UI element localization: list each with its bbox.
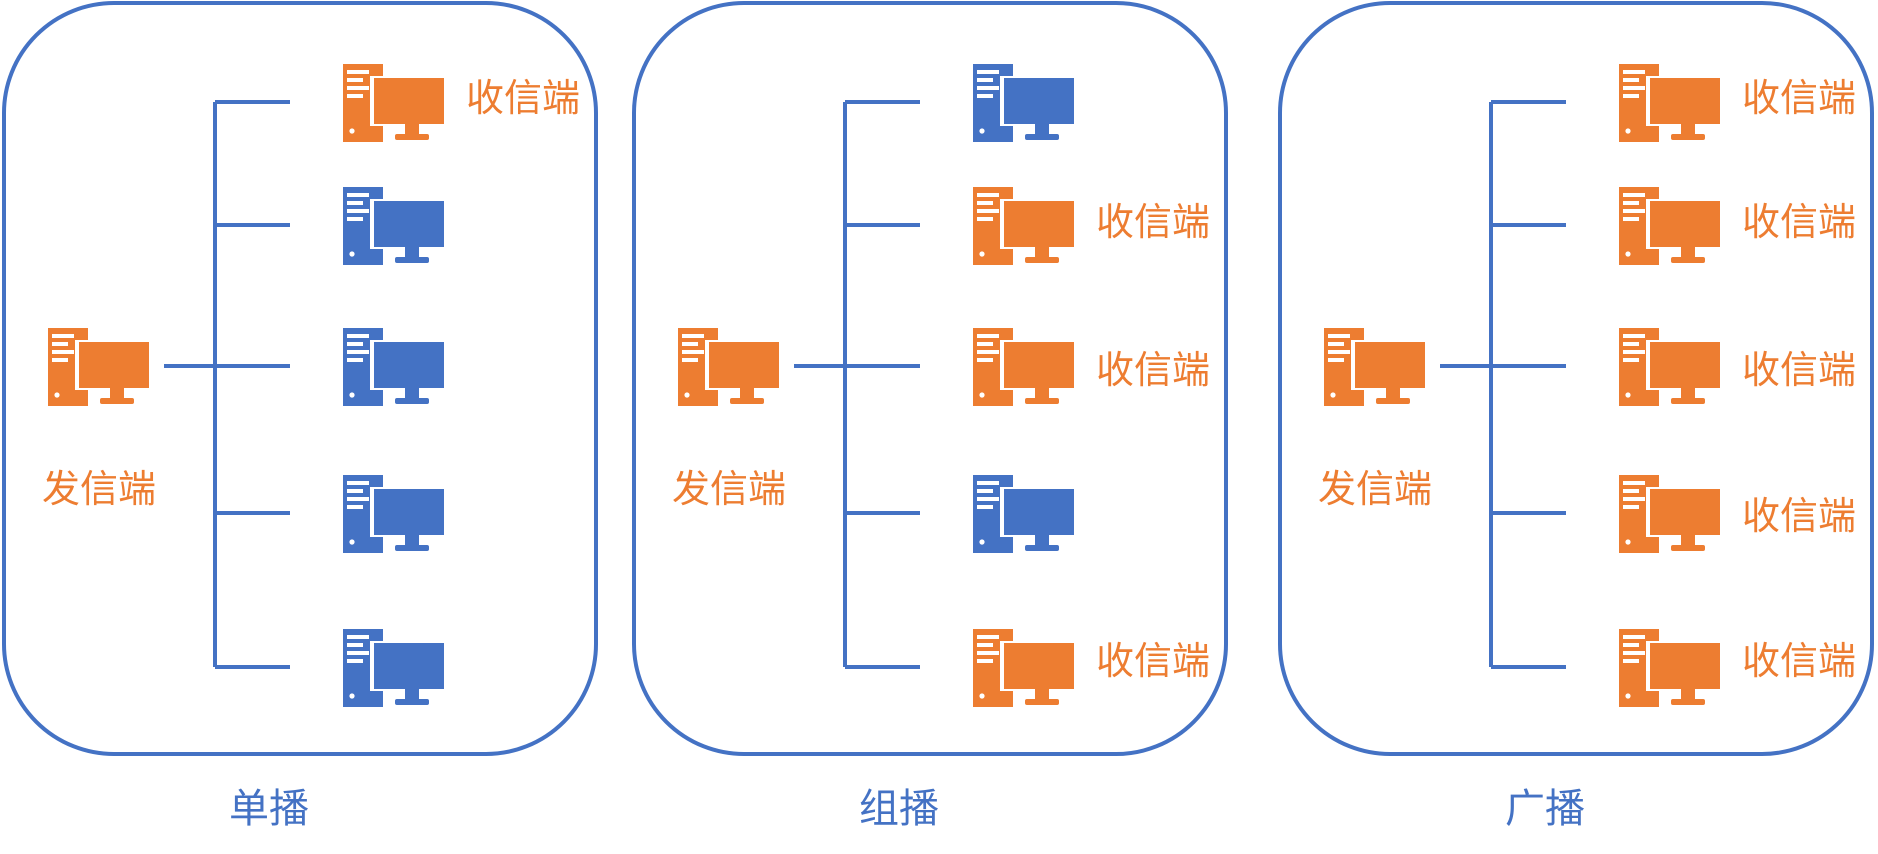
- sender-label: 发信端: [672, 467, 787, 511]
- receiver-computer-icon: [343, 187, 445, 265]
- receiver-label: 收信端: [1742, 348, 1857, 392]
- panel-frame-broadcast: [1278, 1, 1874, 756]
- sender-computer-icon: [1324, 328, 1426, 406]
- receiver-computer-icon: [1619, 64, 1721, 142]
- panel-frame-multicast: [632, 1, 1228, 756]
- sender-label: 发信端: [42, 467, 157, 511]
- receiver-computer-icon: [973, 328, 1075, 406]
- receiver-label: 收信端: [1096, 348, 1211, 392]
- sender-computer-icon: [678, 328, 780, 406]
- receiver-label: 收信端: [1096, 200, 1211, 244]
- receiver-label: 收信端: [1096, 639, 1211, 683]
- panel-caption-broadcast: 广播: [1505, 786, 1585, 832]
- panel-frame-unicast: [2, 1, 598, 756]
- receiver-computer-icon: [973, 187, 1075, 265]
- receiver-computer-icon: [1619, 328, 1721, 406]
- receiver-computer-icon: [343, 475, 445, 553]
- receiver-label: 收信端: [1742, 639, 1857, 683]
- receiver-computer-icon: [343, 328, 445, 406]
- receiver-computer-icon: [343, 629, 445, 707]
- receiver-computer-icon: [343, 64, 445, 142]
- receiver-computer-icon: [973, 629, 1075, 707]
- receiver-label: 收信端: [1742, 494, 1857, 538]
- receiver-computer-icon: [1619, 187, 1721, 265]
- sender-computer-icon: [48, 328, 150, 406]
- receiver-computer-icon: [973, 64, 1075, 142]
- panel-caption-multicast: 组播: [859, 786, 939, 832]
- receiver-computer-icon: [1619, 629, 1721, 707]
- receiver-label: 收信端: [466, 76, 581, 120]
- receiver-computer-icon: [1619, 475, 1721, 553]
- receiver-label: 收信端: [1742, 76, 1857, 120]
- panel-caption-unicast: 单播: [229, 786, 309, 832]
- receiver-computer-icon: [973, 475, 1075, 553]
- sender-label: 发信端: [1318, 467, 1433, 511]
- receiver-label: 收信端: [1742, 200, 1857, 244]
